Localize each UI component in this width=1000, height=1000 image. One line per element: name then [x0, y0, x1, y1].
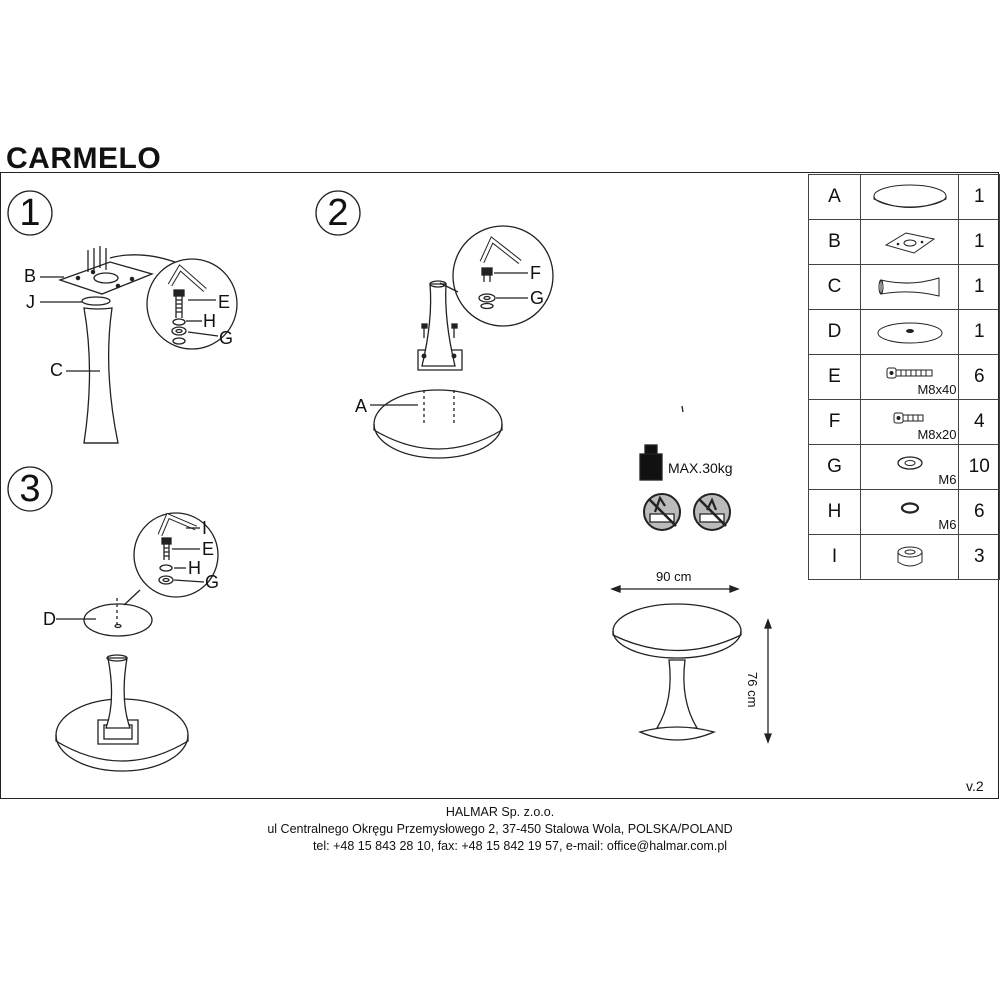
- column-c-drawing: [83, 307, 119, 444]
- step1-bolts: [87, 246, 107, 272]
- step-1-circle: [7, 190, 53, 236]
- column-upside-down-drawing: [421, 283, 456, 367]
- step-2-circle: [315, 190, 361, 236]
- base-d-floating: [83, 603, 153, 637]
- step-1-number: 1: [19, 192, 41, 234]
- callout-i: I: [202, 518, 208, 538]
- step3-zoom-bubble: [133, 512, 219, 598]
- step2-zoom-bubble: [452, 225, 554, 327]
- part-quantity: 4: [958, 399, 1000, 445]
- part-quantity: 6: [958, 354, 1000, 400]
- tabletop-a-drawing: [373, 389, 503, 459]
- column-step3: [105, 657, 131, 729]
- part-illustration-cell: M8x20: [859, 399, 960, 445]
- step-3-number: 3: [19, 468, 41, 510]
- callout-e-step3: E: [202, 539, 215, 559]
- callout-a: A: [355, 396, 368, 416]
- part-size: M6: [938, 472, 957, 487]
- part-quantity: 1: [958, 264, 1000, 310]
- part-quantity: 6: [958, 489, 1000, 535]
- part-illustration-cell: M8x40: [859, 354, 960, 400]
- part-size: M8x20: [917, 427, 957, 442]
- max-load-label: MAX.30kg: [668, 460, 733, 476]
- part-illustration-cell: [859, 309, 960, 355]
- part-quantity: 10: [958, 444, 1000, 490]
- height-dimension: 76 cm: [745, 672, 760, 708]
- callout-h: H: [203, 311, 216, 331]
- step-3-circle: [7, 466, 53, 512]
- callout-f: F: [530, 263, 541, 283]
- callout-g: G: [219, 328, 234, 348]
- footer-address: ul Centralnego Okręgu Przemysłowego 2, 3…: [267, 822, 733, 836]
- part-letter: I: [808, 534, 861, 580]
- short-bolt-icon: [861, 410, 959, 426]
- dimension-drawing: [610, 585, 772, 744]
- step-2-number: 2: [327, 192, 349, 234]
- document-title: CARMELO: [6, 142, 162, 175]
- part-quantity: 3: [958, 534, 1000, 580]
- part-illustration-cell: M6: [859, 489, 960, 535]
- connector-j-drawing: [81, 296, 111, 306]
- part-letter: H: [808, 489, 861, 535]
- callout-g-step3: G: [205, 572, 220, 592]
- part-letter: G: [808, 444, 861, 490]
- no-standing-icon: [643, 493, 681, 531]
- part-letter: A: [808, 174, 861, 220]
- part-size: M8x40: [917, 382, 957, 397]
- part-quantity: 1: [958, 219, 1000, 265]
- spring-washer-icon: [861, 501, 959, 515]
- part-quantity: 1: [958, 309, 1000, 355]
- no-sitting-icon: [693, 493, 731, 531]
- callout-g-step2: G: [530, 288, 545, 308]
- column-leg-icon: [861, 275, 959, 299]
- part-illustration-cell: [859, 219, 960, 265]
- mounting-plate-icon: [861, 227, 959, 257]
- part-illustration-cell: [859, 534, 960, 580]
- part-illustration-cell: M6: [859, 444, 960, 490]
- nut-icon: [861, 544, 959, 570]
- version-label: v.2: [966, 778, 984, 794]
- round-base-icon: [861, 319, 959, 345]
- part-size: M6: [938, 517, 957, 532]
- part-letter: D: [808, 309, 861, 355]
- part-illustration-cell: [859, 264, 960, 310]
- callout-b: B: [24, 266, 37, 286]
- weight-icon: [639, 444, 663, 481]
- callout-d: D: [43, 609, 56, 629]
- part-letter: C: [808, 264, 861, 310]
- callout-j: J: [26, 292, 35, 312]
- callout-e: E: [218, 292, 231, 312]
- callout-c: C: [50, 360, 63, 380]
- footer-company: HALMAR Sp. z.o.o.: [445, 805, 555, 819]
- callout-h-step3: H: [188, 558, 201, 578]
- part-quantity: 1: [958, 174, 1000, 220]
- part-letter: F: [808, 399, 861, 445]
- part-illustration-cell: [859, 174, 960, 220]
- footer-contact: tel: +48 15 843 28 10, fax: +48 15 842 1…: [312, 839, 728, 853]
- washer-icon: [861, 455, 959, 471]
- round-tabletop-icon: [861, 182, 959, 212]
- part-letter: E: [808, 354, 861, 400]
- mounting-plate-b-drawing: [58, 261, 155, 295]
- bolt-icon: [861, 365, 959, 381]
- part-letter: B: [808, 219, 861, 265]
- width-dimension: 90 cm: [656, 569, 692, 584]
